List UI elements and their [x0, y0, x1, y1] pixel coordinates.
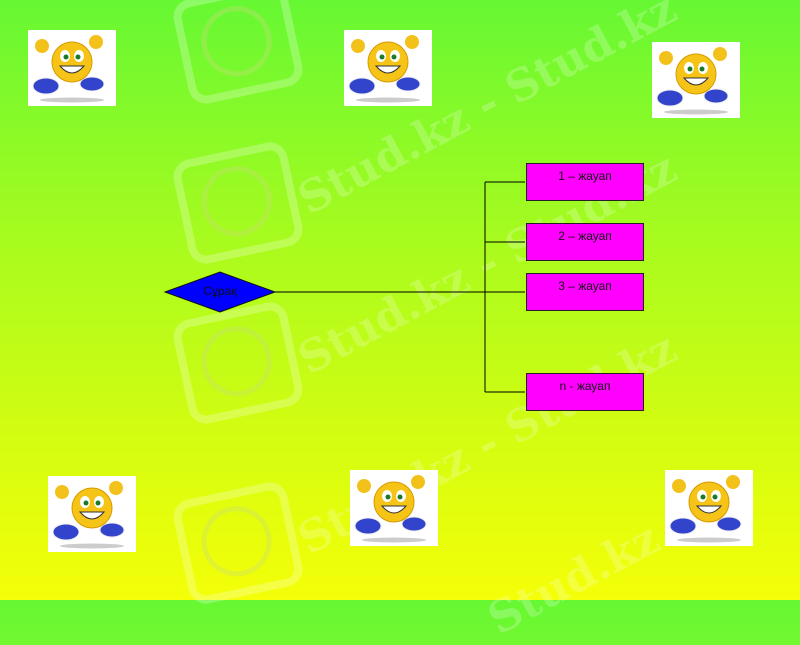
smiley-running-icon	[350, 470, 438, 546]
smiley-running-icon	[28, 30, 116, 106]
diagram-connectors	[163, 181, 525, 393]
smiley-running-icon	[652, 42, 740, 118]
question-label: Сұрақ	[203, 284, 237, 298]
answer-box-1: 1 – жауап	[526, 163, 644, 201]
smiley-running-icon	[344, 30, 432, 106]
answer-box-n: n - жауап	[526, 373, 644, 411]
answer-box-3: 3 – жауап	[526, 273, 644, 311]
smiley-running-icon	[665, 470, 753, 546]
smiley-running-icon	[48, 476, 136, 552]
answer-box-2: 2 – жауап	[526, 223, 644, 261]
